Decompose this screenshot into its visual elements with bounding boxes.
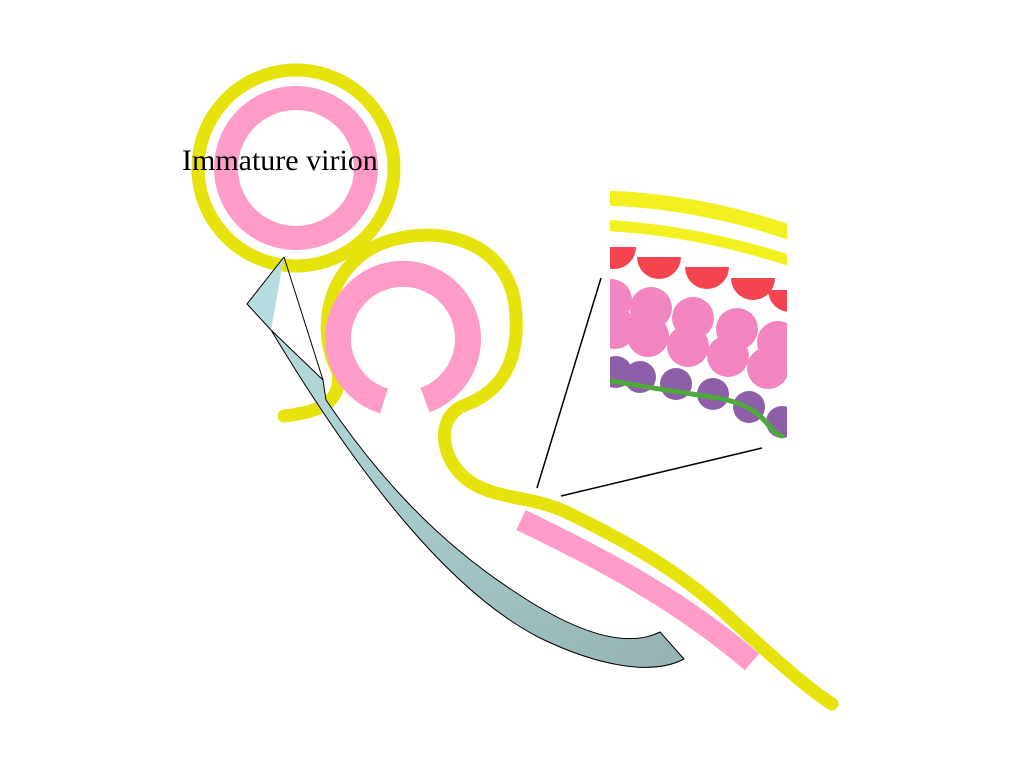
immature-virion (191, 63, 401, 273)
red-subunit (610, 247, 636, 269)
immature-envelope (191, 63, 401, 273)
budding-capsid (325, 260, 481, 414)
immature-capsid (214, 86, 378, 250)
pink-subunit (667, 325, 709, 367)
inset-envelope-band-inner (610, 220, 787, 266)
red-subunit (768, 290, 787, 312)
zoom-line-lower (560, 447, 763, 497)
pink-subunit (747, 347, 787, 389)
pink-subunit (707, 335, 749, 377)
inset-envelope-band (610, 190, 787, 240)
red-subunit (637, 257, 681, 279)
membrane-segment (516, 510, 760, 671)
immature-virion-label: Immature virion (182, 144, 378, 177)
zoom-line-upper (536, 277, 602, 489)
purple-subunit (766, 406, 787, 438)
membrane-envelope (277, 228, 839, 711)
green-strand (610, 378, 785, 439)
curved-arrow-head-edge (283, 256, 324, 381)
purple-subunit (697, 378, 729, 410)
pink-subunit-cluster (610, 279, 787, 389)
zoom-inset (610, 190, 787, 439)
red-subunit-row (610, 247, 787, 312)
pink-subunit (627, 315, 669, 357)
red-subunit (685, 267, 729, 289)
red-subunit (731, 278, 775, 300)
curved-arrow (246, 256, 685, 668)
budding-virion (277, 228, 839, 711)
